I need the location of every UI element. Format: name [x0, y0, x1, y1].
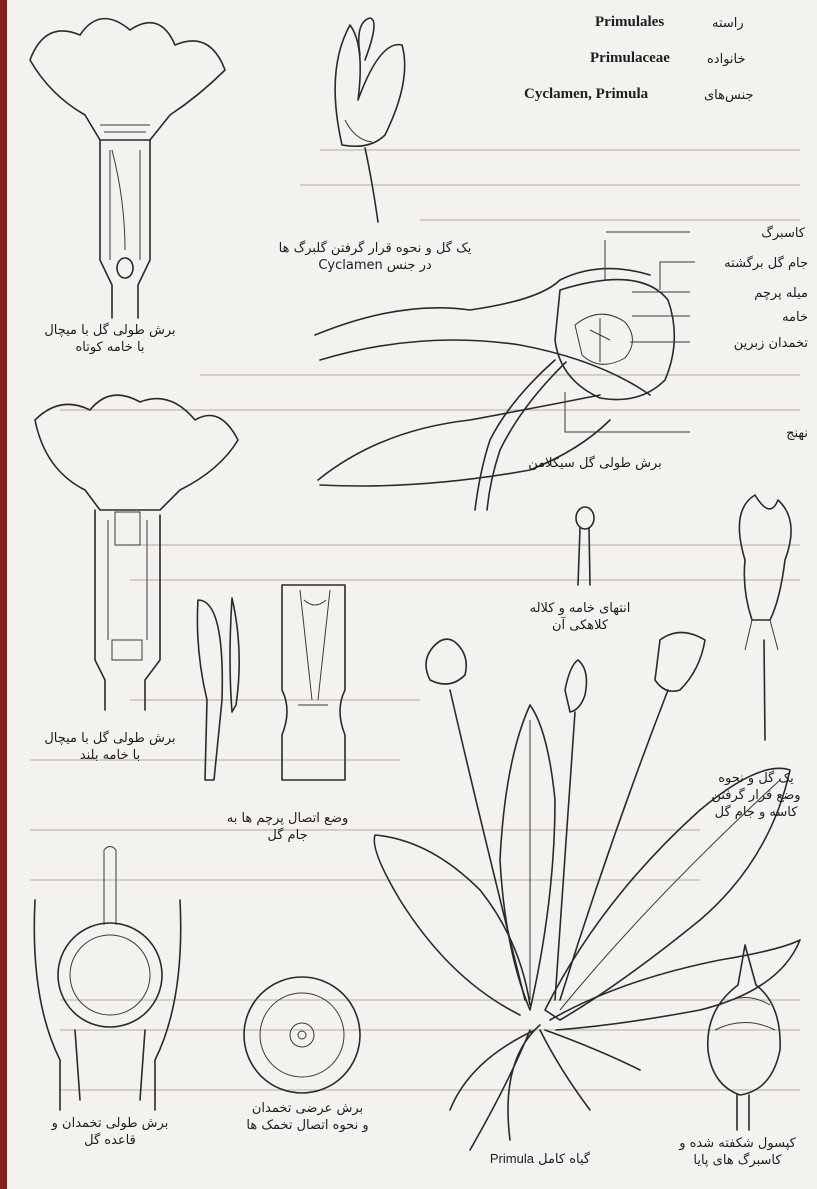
- caption-stamen-attachment: وضع اتصال پرچم ها به جام گل: [205, 810, 370, 844]
- caption-capsule: کپسول شکفته شده و کاسبرگ های پایا: [665, 1135, 810, 1169]
- caption-primrose-short: برش طولی گل با میچال با خامه کوتاه: [35, 322, 185, 356]
- ovary-cross-section: [244, 977, 360, 1093]
- label-superior-ovary: تخمدان زبرین: [690, 335, 808, 352]
- caption-ovary-long: برش طولی تخمدان و قاعده گل: [35, 1115, 185, 1149]
- ovary-long-section: [34, 847, 180, 1111]
- caption-primrose-long: برش طولی گل با میچال با خامه بلند: [35, 730, 185, 764]
- caption-flower-calyx: یک گل و نحوه وضع قرار گرفتن کاسه و جام گ…: [700, 770, 812, 821]
- primula-whole-plant: [374, 633, 800, 1151]
- genera-label: جنس‌های: [704, 88, 754, 104]
- flower-with-calyx: [739, 495, 791, 740]
- caption-cyclamen-flower: یک گل و نحوه قرار گرفتن گلبرگ ها در جنس …: [255, 240, 495, 274]
- primrose-section-short-style: [30, 19, 225, 318]
- caption-cyclamen-section: برش طولی گل سیکلامن: [505, 455, 685, 472]
- family-label: خانواده: [707, 52, 746, 68]
- order-value: Primulales: [595, 14, 664, 30]
- genera-value: Cyclamen, Primula: [524, 86, 648, 102]
- plant-persian-name: گیاه کامل: [538, 1152, 590, 1167]
- label-sepal: کاسبرگ: [700, 225, 805, 242]
- caption-ovary-cross: برش عرضی تخمدان و نحوه اتصال تخمک ها: [225, 1100, 390, 1134]
- cyclamen-flower: [335, 18, 405, 222]
- caption-stigma: انتهای خامه و کلاله کلاهکی آن: [505, 600, 655, 634]
- label-style: خامه: [698, 309, 808, 326]
- label-reflexed-corolla: جام گل برگشته: [698, 255, 808, 272]
- family-value: Primulaceae: [590, 50, 670, 66]
- dehisced-capsule: [708, 945, 780, 1130]
- primrose-section-long-style: [35, 395, 238, 710]
- stigma-detail: [576, 507, 594, 585]
- order-label: راسته: [712, 16, 744, 32]
- bleed-through-lines: [30, 150, 800, 1090]
- stamen-attachment: [197, 585, 345, 780]
- plant-latin-name: Primula: [490, 1151, 534, 1166]
- label-receptacle: نهنج: [698, 425, 808, 442]
- label-filament: میله پرچم: [698, 285, 808, 302]
- caption-whole-plant: Primula گیاه کامل: [440, 1150, 640, 1168]
